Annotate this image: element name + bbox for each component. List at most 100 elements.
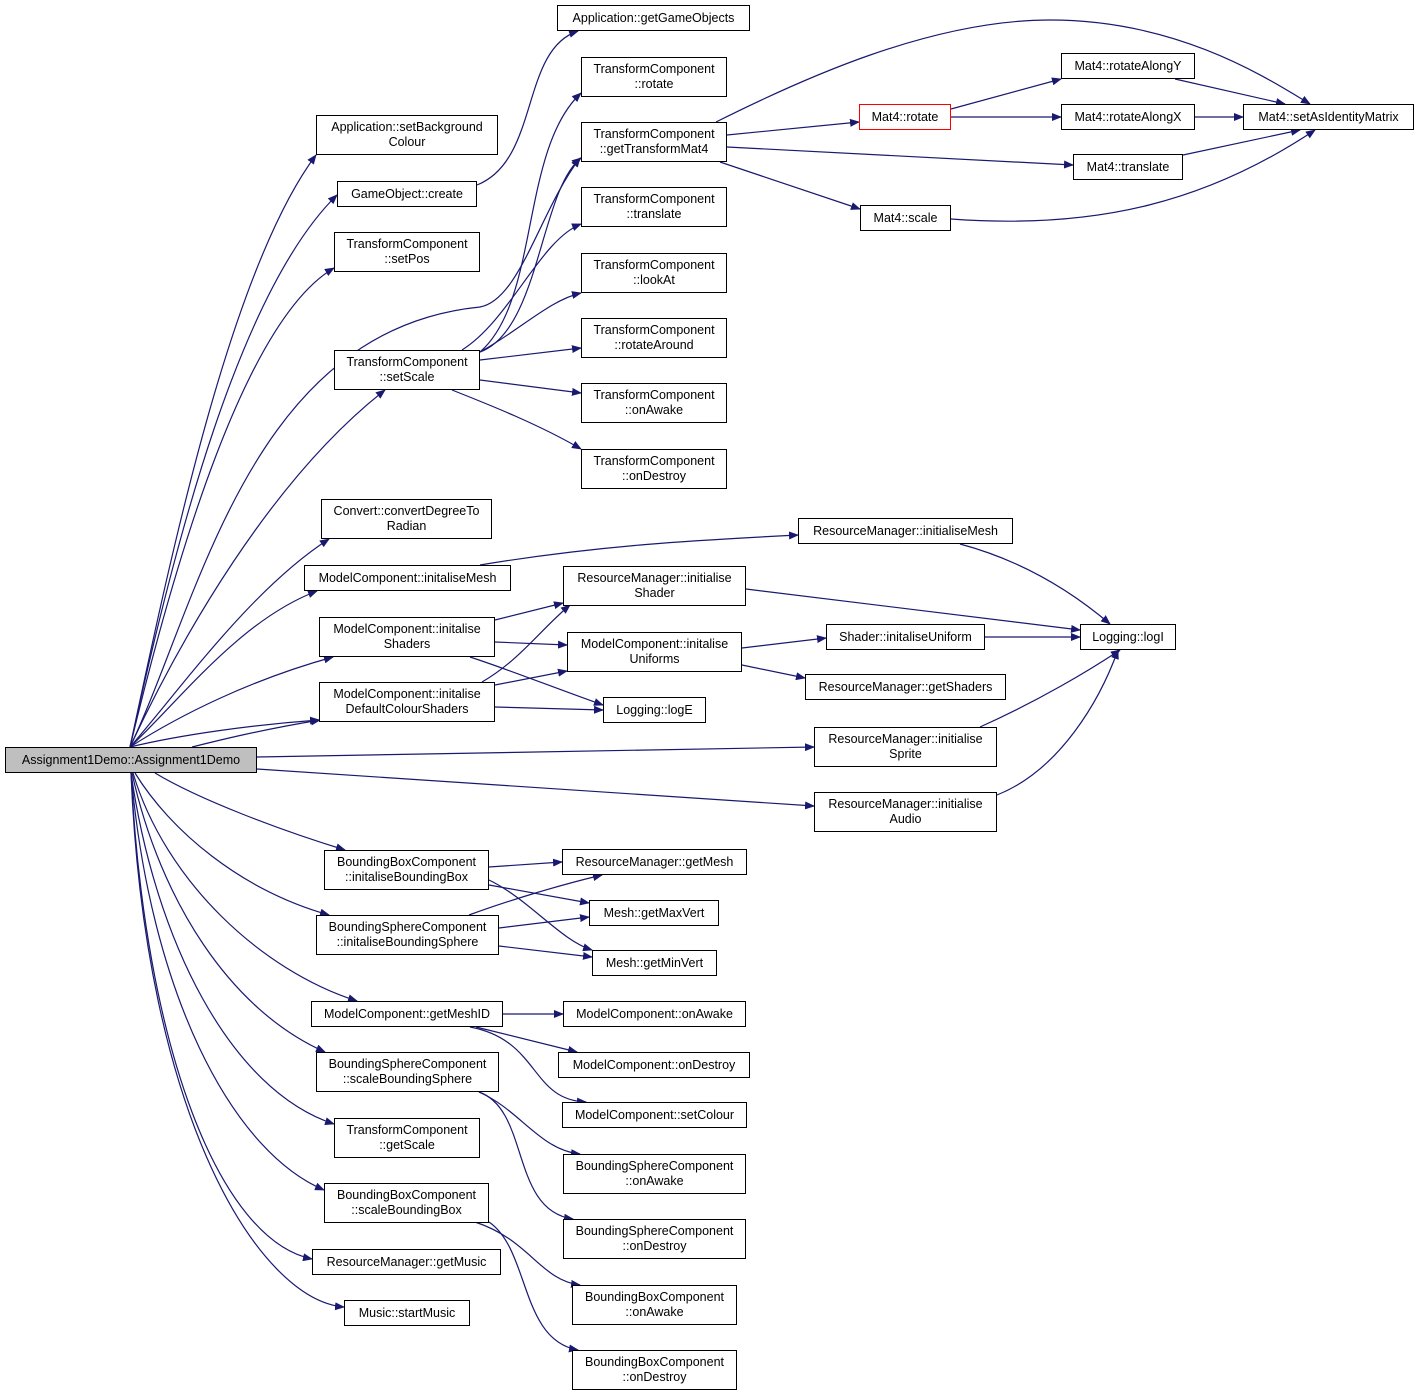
- node-resourcemanager-getmusic[interactable]: ResourceManager::getMusic: [312, 1249, 501, 1275]
- node-modelcomponent-setcolour[interactable]: ModelComponent::setColour: [562, 1102, 747, 1128]
- node-mat4-rotatealongy[interactable]: Mat4::rotateAlongY: [1061, 53, 1195, 79]
- node-convert-convertdegreetoradian[interactable]: Convert::convertDegreeTo Radian: [321, 499, 492, 539]
- node-boundingspherecomponent-ondestroy[interactable]: BoundingSphereComponent ::onDestroy: [563, 1219, 746, 1259]
- call-edge: [129, 157, 581, 748]
- call-edge: [498, 945, 593, 960]
- node-boundingspherecomponent-scaleboundingsphere[interactable]: BoundingSphereComponent ::scaleBoundingS…: [316, 1052, 499, 1092]
- call-edge: [950, 129, 1316, 222]
- call-edge: [494, 601, 564, 621]
- call-edge: [129, 194, 338, 748]
- node-transformcomponent-lookat[interactable]: TransformComponent ::lookAt: [581, 253, 727, 293]
- call-edge: [129, 538, 330, 748]
- node-mesh-getmaxvert[interactable]: Mesh::getMaxVert: [589, 900, 719, 926]
- node-resourcemanager-initialiseshader[interactable]: ResourceManager::initialise Shader: [563, 566, 746, 606]
- call-edge: [996, 649, 1119, 796]
- node-resourcemanager-getshaders[interactable]: ResourceManager::getShaders: [805, 674, 1006, 700]
- node-mat4-rotatealongx[interactable]: Mat4::rotateAlongX: [1061, 104, 1195, 130]
- call-edge: [715, 19, 1311, 123]
- call-edge: [131, 772, 326, 1053]
- node-mat4-setasidentitymatrix[interactable]: Mat4::setAsIdentityMatrix: [1243, 104, 1414, 130]
- call-edge: [129, 154, 317, 748]
- call-edge: [461, 223, 582, 351]
- call-edge: [130, 772, 325, 1191]
- node-application-getgameobjects[interactable]: Application::getGameObjects: [557, 5, 750, 31]
- node-boundingboxcomponent-scaleboundingbox[interactable]: BoundingBoxComponent ::scaleBoundingBox: [324, 1183, 489, 1223]
- node-transformcomponent-setscale[interactable]: TransformComponent ::setScale: [334, 350, 480, 390]
- node-mesh-getminvert[interactable]: Mesh::getMinVert: [592, 950, 717, 976]
- call-edge: [132, 772, 358, 1003]
- call-edge: [479, 157, 582, 353]
- node-modelcomponent-initalisemesh[interactable]: ModelComponent::initaliseMesh: [304, 565, 511, 591]
- node-assignment1demo-constructor[interactable]: Assignment1Demo::Assignment1Demo: [5, 747, 257, 773]
- call-edge: [1174, 78, 1286, 106]
- call-edge: [498, 914, 590, 929]
- call-edge: [469, 656, 604, 706]
- call-edge: [256, 768, 815, 810]
- node-transformcomponent-gettransformmat4[interactable]: TransformComponent ::getTransformMat4: [581, 122, 727, 162]
- node-logging-logi[interactable]: Logging::logI: [1080, 624, 1176, 650]
- call-edge: [451, 389, 582, 450]
- node-boundingboxcomponent-onawake[interactable]: BoundingBoxComponent ::onAwake: [572, 1285, 737, 1325]
- call-edge: [481, 604, 571, 683]
- call-edge: [726, 118, 860, 136]
- node-transformcomponent-ondestroy[interactable]: TransformComponent ::onDestroy: [581, 449, 727, 489]
- call-edge: [979, 649, 1121, 728]
- call-edge: [479, 291, 582, 353]
- node-music-startmusic[interactable]: Music::startMusic: [344, 1300, 470, 1326]
- node-transformcomponent-onawake[interactable]: TransformComponent ::onAwake: [581, 383, 727, 423]
- call-edge: [476, 30, 579, 186]
- node-mat4-rotate[interactable]: Mat4::rotate: [859, 104, 951, 130]
- node-transformcomponent-setpos[interactable]: TransformComponent ::setPos: [334, 232, 480, 272]
- call-edge: [129, 389, 386, 748]
- node-transformcomponent-rotate[interactable]: TransformComponent ::rotate: [581, 57, 727, 97]
- node-logging-loge[interactable]: Logging::logE: [603, 697, 706, 723]
- node-modelcomponent-initalisedefaultcolourshaders[interactable]: ModelComponent::initalise DefaultColourS…: [319, 682, 495, 722]
- call-edge: [468, 873, 603, 916]
- node-modelcomponent-onawake[interactable]: ModelComponent::onAwake: [563, 1001, 746, 1027]
- node-gameobject-create[interactable]: GameObject::create: [337, 181, 477, 207]
- call-edge: [129, 590, 318, 748]
- node-modelcomponent-initaliseuniforms[interactable]: ModelComponent::initalise Uniforms: [567, 632, 742, 672]
- node-boundingboxcomponent-initaliseboundingbox[interactable]: BoundingBoxComponent ::initaliseBounding…: [324, 850, 489, 890]
- node-boundingspherecomponent-initaliseboundingsphere[interactable]: BoundingSphereComponent ::initaliseBound…: [316, 915, 499, 955]
- node-resourcemanager-initialisemesh[interactable]: ResourceManager::initialiseMesh: [798, 518, 1013, 544]
- call-edge: [129, 716, 320, 748]
- node-application-setbackgroundcolour[interactable]: Application::setBackground Colour: [316, 115, 498, 155]
- call-edge: [494, 668, 568, 686]
- node-modelcomponent-ondestroy[interactable]: ModelComponent::onDestroy: [558, 1052, 750, 1078]
- node-modelcomponent-initaliseshaders[interactable]: ModelComponent::initalise Shaders: [319, 617, 495, 657]
- call-edge: [129, 655, 334, 748]
- node-transformcomponent-getscale[interactable]: TransformComponent ::getScale: [334, 1118, 480, 1158]
- call-edge: [741, 635, 827, 649]
- call-edge: [479, 92, 582, 353]
- node-resourcemanager-initialisesprite[interactable]: ResourceManager::initialise Sprite: [814, 727, 997, 767]
- call-edge: [479, 531, 799, 566]
- node-boundingspherecomponent-onawake[interactable]: BoundingSphereComponent ::onAwake: [563, 1154, 746, 1194]
- node-shader-initaliseuniform[interactable]: Shader::initaliseUniform: [826, 624, 985, 650]
- node-transformcomponent-translate[interactable]: TransformComponent ::translate: [581, 187, 727, 227]
- node-boundingboxcomponent-ondestroy[interactable]: BoundingBoxComponent ::onDestroy: [572, 1350, 737, 1390]
- call-edge: [488, 884, 590, 906]
- node-mat4-translate[interactable]: Mat4::translate: [1073, 154, 1183, 180]
- call-edge: [726, 146, 1074, 169]
- call-edge: [719, 161, 861, 210]
- call-edge: [1182, 127, 1301, 156]
- node-transformcomponent-rotatearound[interactable]: TransformComponent ::rotateAround: [581, 318, 727, 358]
- node-resourcemanager-initialiseaudio[interactable]: ResourceManager::initialise Audio: [814, 792, 997, 832]
- call-edge: [129, 267, 335, 748]
- call-edge: [154, 772, 346, 852]
- call-edge: [959, 543, 1111, 625]
- call-edge: [479, 345, 582, 361]
- node-mat4-scale[interactable]: Mat4::scale: [860, 205, 951, 231]
- call-edge: [488, 879, 593, 952]
- call-edge: [475, 1026, 578, 1054]
- node-modelcomponent-getmeshid[interactable]: ModelComponent::getMeshID: [311, 1001, 503, 1027]
- call-edge: [488, 1221, 579, 1353]
- call-edge: [469, 1026, 587, 1106]
- call-edge: [741, 664, 806, 681]
- call-edge: [488, 858, 563, 868]
- call-edge: [479, 379, 582, 396]
- node-resourcemanager-getmesh[interactable]: ResourceManager::getMesh: [562, 849, 747, 875]
- call-edge: [130, 772, 313, 1262]
- call-edge: [474, 1221, 581, 1288]
